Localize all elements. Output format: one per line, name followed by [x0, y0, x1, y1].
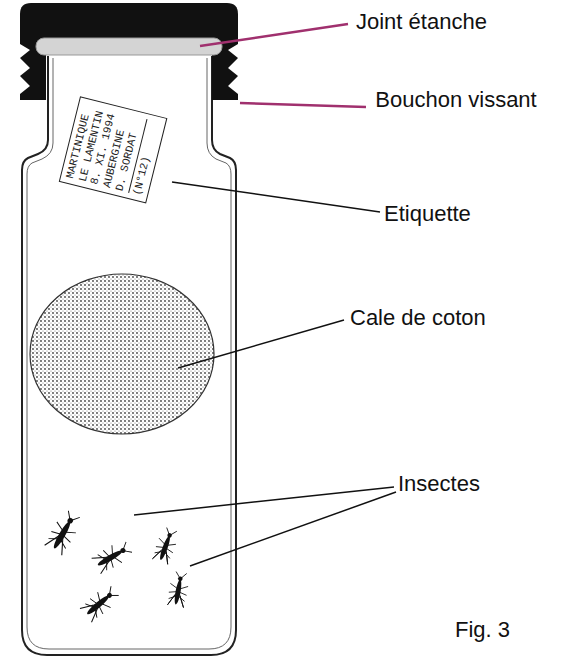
leader-line — [240, 103, 366, 107]
leader-line — [172, 182, 380, 212]
part-label: Bouchon vissant — [368, 84, 544, 116]
specimen-label: MARTINIQUE LE LAMENTIN 8. XI. 1994 AUBER… — [59, 96, 167, 203]
leader-line — [178, 320, 344, 368]
insect-drawing — [91, 538, 134, 574]
part-label: Insectes — [398, 468, 480, 500]
cotton-wad — [30, 274, 214, 434]
screw-cap-top — [20, 3, 238, 42]
part-label: Etiquette — [384, 198, 471, 230]
insect-drawing — [167, 571, 191, 608]
leader-line — [190, 492, 396, 566]
insect-drawing — [152, 526, 181, 564]
insects-group — [44, 509, 191, 623]
leader-line — [200, 24, 348, 46]
part-label: Cale de coton — [350, 302, 486, 334]
insect-drawing — [79, 583, 121, 623]
insect-drawing — [44, 509, 84, 556]
vial-glass-inner — [27, 58, 231, 649]
part-label: Joint étanche — [356, 6, 487, 38]
figure-number: Fig. 3 — [455, 614, 510, 646]
vial-glass-outer — [22, 56, 236, 655]
leader-line — [134, 487, 394, 515]
seal-disc — [36, 38, 222, 55]
